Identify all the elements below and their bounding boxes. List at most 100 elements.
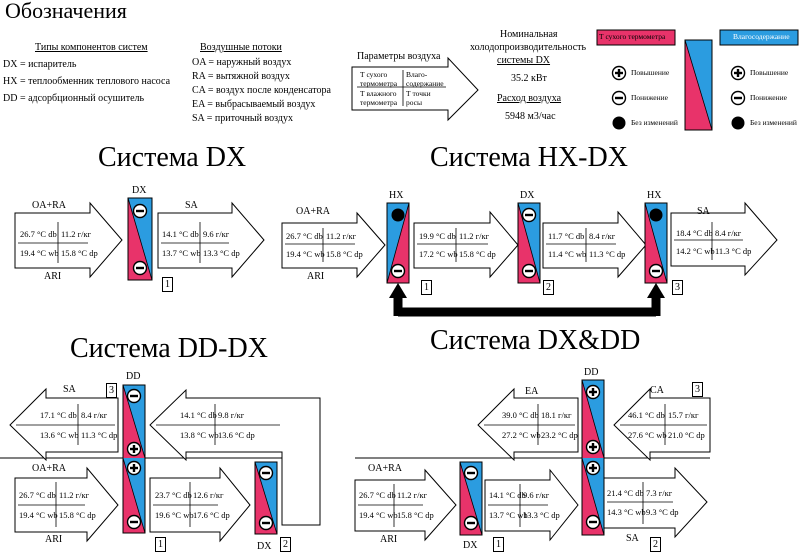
dx-outlet-label: SA bbox=[185, 200, 198, 211]
system-dxdd-title: Система DX&DD bbox=[430, 325, 641, 356]
dx-point-1: 1 bbox=[162, 277, 173, 292]
dddx-ret-dp: 13.6 °C dp bbox=[218, 430, 255, 440]
dxdd-ea-db: 39.0 °C db bbox=[502, 410, 539, 420]
dxdd-sa-db: 21.4 °C db bbox=[607, 488, 644, 498]
capacity-line2: холодопроизводительность bbox=[470, 42, 587, 53]
decrease-label-2: Понижение bbox=[750, 93, 787, 102]
hxdx-inlet-ari: ARI bbox=[307, 271, 325, 282]
dry-bulb-bar-label: Т сухого термометра bbox=[599, 32, 666, 41]
dddx-sa-dp: 11.3 °C dp bbox=[81, 430, 118, 440]
dddx-sa-wb: 13.6 °C wb bbox=[40, 430, 79, 440]
dx-inlet-hum: 11.2 г/кг bbox=[61, 229, 92, 239]
dxdd-ea-hum: 18.1 г/кг bbox=[541, 410, 572, 420]
hxdx-point-3: 3 bbox=[672, 280, 683, 295]
increase-label-2: Повышение bbox=[750, 68, 789, 77]
dddx-ret-wb: 13.8 °C wb bbox=[180, 430, 219, 440]
dx-outlet-db: 14.1 °C db bbox=[162, 229, 199, 239]
system-hxdx-title: Система HX-DX bbox=[430, 142, 628, 173]
dddx-point-3: 3 bbox=[106, 383, 117, 398]
dddx-inlet-hum: 11.2 г/кг bbox=[59, 490, 90, 500]
dxdd-ca-hum: 15.7 г/кг bbox=[668, 410, 699, 420]
hxdx-s1-db: 19.9 °C db bbox=[419, 231, 456, 241]
dddx-ret-hum: 9.8 г/кг bbox=[218, 410, 245, 420]
dddx-inlet-label: OA+RA bbox=[32, 463, 66, 474]
params-dry-bulb: Т сухого термометра bbox=[360, 70, 398, 88]
airflow-ca: CA = воздух после конденсатора bbox=[192, 85, 331, 96]
dx-component-label: DX bbox=[132, 185, 147, 196]
hxdx-sa-hum: 8.4 г/кг bbox=[715, 228, 742, 238]
dddx-sa-label: SA bbox=[63, 384, 76, 395]
system-dddx-title: Система DD-DX bbox=[70, 333, 268, 364]
dxdd-mid-wb: 13.7 °C wb bbox=[489, 510, 528, 520]
dxdd-mid-db: 14.1 °C db bbox=[489, 490, 526, 500]
dxdd-mid-hum: 9.6 г/кг bbox=[523, 490, 550, 500]
dxdd-ca-db: 46.1 °C db bbox=[628, 410, 665, 420]
legend-title: Обозначения bbox=[5, 0, 127, 23]
dxdd-point-3: 3 bbox=[692, 382, 703, 397]
dx-inlet-label: OA+RA bbox=[32, 200, 66, 211]
hxdx-s2-dp: 11.3 °C dp bbox=[589, 249, 626, 259]
dxdd-ea-label: EA bbox=[525, 386, 539, 397]
dddx-mid-dp: 17.6 °C dp bbox=[193, 510, 230, 520]
hxdx-inlet-hum: 11.2 г/кг bbox=[326, 231, 357, 241]
hxdx-s1-hum: 11.2 г/кг bbox=[459, 231, 490, 241]
no-change-label: Без изменений bbox=[631, 118, 678, 127]
capacity-line3: системы DX bbox=[497, 55, 551, 66]
airflows-heading: Воздушные потоки bbox=[200, 42, 282, 53]
capacity-line1: Номинальная bbox=[500, 29, 558, 40]
dxdd-point-2: 2 bbox=[650, 537, 661, 552]
airflow-oa: OA = наружный воздух bbox=[192, 57, 292, 68]
dxdd-inlet-ari: ARI bbox=[380, 534, 398, 545]
airflow-sa: SA = приточный воздух bbox=[192, 113, 294, 124]
dx-inlet-dp: 15.8 °C dp bbox=[61, 248, 98, 258]
dxdd-sa-hum: 7.3 г/кг bbox=[646, 488, 673, 498]
dddx-point-2: 2 bbox=[280, 537, 291, 552]
hxdx-s2-db: 11.7 °C db bbox=[548, 231, 585, 241]
dxdd-ca-label: CA bbox=[650, 385, 664, 396]
dx-inlet-ari: ARI bbox=[44, 271, 62, 282]
dxdd-sa-wb: 14.3 °C wb bbox=[607, 507, 646, 517]
hxdx-sa-db: 18.4 °C db bbox=[676, 228, 713, 238]
hxdx-sa-wb: 14.2 °C wb bbox=[676, 246, 715, 256]
dddx-dd-label: DD bbox=[126, 371, 141, 382]
dddx-dx-label: DX bbox=[257, 541, 272, 552]
hxdx-s2-wb: 11.4 °C wb bbox=[548, 249, 587, 259]
dx-inlet-wb: 19.4 °C wb bbox=[20, 248, 59, 258]
airflow-ra: RA = вытяжной воздух bbox=[192, 71, 290, 82]
dddx-point-1: 1 bbox=[155, 537, 166, 552]
hxdx-point-1: 1 bbox=[421, 280, 432, 295]
hxdx-s1-wb: 17.2 °C wb bbox=[419, 249, 458, 259]
component-dd: DD = адсорбционный осушитель bbox=[3, 93, 145, 104]
dxdd-ca-wb: 27.6 °C wb bbox=[628, 430, 667, 440]
dxdd-sa-label: SA bbox=[626, 533, 639, 544]
component-hx: HX = теплообменник теплового насоса bbox=[3, 76, 171, 87]
dxdd-dx-label: DX bbox=[463, 540, 478, 551]
dxdd-sa-dp: 9.3 °C dp bbox=[646, 507, 679, 517]
hxdx-inlet-dp: 15.8 °C dp bbox=[326, 249, 363, 259]
dddx-sa-hum: 8.4 г/кг bbox=[81, 410, 108, 420]
dddx-ret-db: 14.1 °C db bbox=[180, 410, 217, 420]
system-dx-title: Система DX bbox=[98, 142, 247, 173]
dddx-inlet-dp: 15.8 °C dp bbox=[59, 510, 96, 520]
params-label: Параметры воздуха bbox=[357, 51, 441, 62]
hxdx-sa-dp: 11.3 °C dp bbox=[715, 246, 752, 256]
dddx-inlet-wb: 19.4 °C wb bbox=[19, 510, 58, 520]
hxdx-hx1-label: HX bbox=[389, 190, 404, 201]
dxdd-mid-dp: 13.3 °C dp bbox=[523, 510, 560, 520]
component-dx: DX = испаритель bbox=[3, 59, 77, 70]
dddx-inlet-ari: ARI bbox=[45, 534, 63, 545]
params-moisture: Влаго-содержание bbox=[406, 70, 444, 88]
params-wet-bulb: Т влажного термометра bbox=[360, 89, 398, 107]
hxdx-s1-dp: 15.8 °C dp bbox=[459, 249, 496, 259]
dxdd-inlet-hum: 11.2 г/кг bbox=[397, 490, 428, 500]
dx-inlet-arrow bbox=[14, 201, 123, 279]
dxdd-ca-dp: 21.0 °C dp bbox=[668, 430, 705, 440]
dx-outlet-wb: 13.7 °C wb bbox=[162, 248, 201, 258]
components-heading: Типы компонентов систем bbox=[35, 42, 148, 53]
dddx-mid-wb: 19.6 °C wb bbox=[155, 510, 194, 520]
params-dew-point: Т точки росы bbox=[406, 89, 431, 107]
dxdd-ea-dp: 23.2 °C dp bbox=[541, 430, 578, 440]
decrease-label: Понижение bbox=[631, 93, 668, 102]
capacity-value: 35.2 кВт bbox=[511, 73, 547, 84]
